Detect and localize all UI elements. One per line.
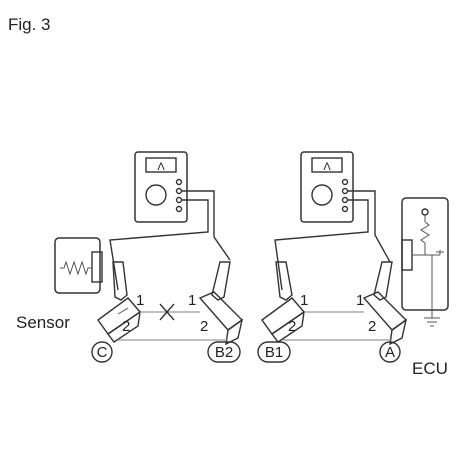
left-multimeter: Λ — [134, 151, 188, 223]
sensor-box — [54, 237, 103, 294]
right-multimeter: Λ — [300, 151, 354, 223]
sensor-label: Sensor — [16, 313, 70, 332]
ecu-label: ECU — [412, 359, 448, 378]
ecu-box — [401, 197, 449, 327]
svg-text:C: C — [97, 344, 108, 361]
connector-a-badge: A — [379, 341, 401, 363]
open-circuit-x-icon — [159, 303, 175, 321]
pin-label: 2 — [122, 318, 130, 335]
left-probe-b2 — [211, 261, 231, 301]
svg-text:B1: B1 — [265, 344, 283, 361]
right-probe-a — [373, 261, 393, 301]
pin-label: 2 — [288, 318, 296, 335]
left-meter-display: Λ — [157, 161, 165, 173]
connector-b2-badge: B2 — [207, 341, 241, 363]
pin-label: 1 — [136, 292, 144, 309]
left-meter-lead-b — [109, 199, 209, 291]
right-probe-b1 — [275, 261, 293, 301]
pin-label: 1 — [300, 292, 308, 309]
connector-c-badge: C — [91, 341, 113, 363]
connector-b2-body — [198, 291, 244, 346]
pin-label: 1 — [356, 292, 364, 309]
svg-text:B2: B2 — [215, 344, 233, 361]
svg-text:A: A — [385, 344, 395, 361]
right-meter-lead-b — [274, 199, 369, 291]
pin-label: 2 — [200, 318, 208, 335]
figure-label: Fig. 3 — [8, 15, 51, 34]
left-probe-c — [112, 261, 128, 301]
right-meter-display: Λ — [323, 161, 331, 173]
connector-b1-badge: B1 — [257, 341, 291, 363]
connector-c-body — [97, 297, 142, 343]
pin-label: 2 — [368, 318, 376, 335]
connector-b1-body — [261, 297, 306, 343]
right-meter-lead-a — [347, 190, 391, 263]
left-meter-lead-a — [181, 190, 231, 261]
pin-label: 1 — [188, 292, 196, 309]
connector-a-body — [362, 291, 408, 346]
